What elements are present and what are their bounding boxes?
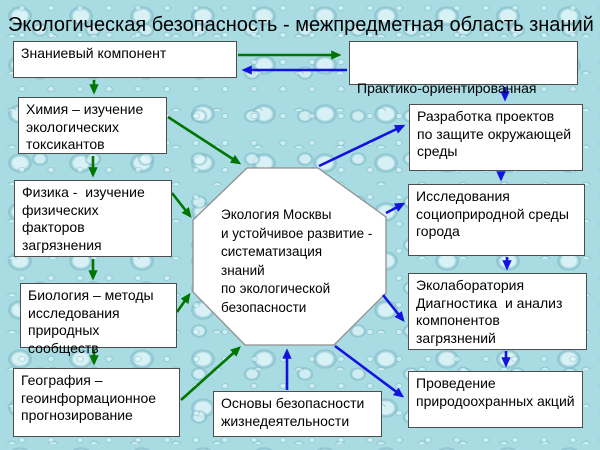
node-eco-laboratory: Эколаборатория Диагностика и анализ комп… — [408, 273, 587, 350]
node-nature-actions: Проведение природоохранных акций — [408, 371, 583, 428]
arrow-center-to-actions — [334, 344, 405, 398]
arrow-center-to-ecolab — [381, 294, 405, 323]
node-projects-development: Разработка проектов по защите окружающей… — [409, 104, 583, 171]
slide-title: Экологическая безопасность - межпредметн… — [8, 14, 594, 36]
node-city-research: Исследования социоприродной среды города — [408, 184, 585, 256]
center-octagon-shape — [192, 167, 387, 346]
center-node-text: Экология Москвы и устойчивое развитие - … — [221, 207, 373, 315]
node-life-safety: Основы безопасности жизнедеятельности — [213, 391, 382, 437]
node-practice-activity-line1: Практико-ориентированная — [357, 80, 537, 96]
node-practice-activity: Практико-ориентированная деятельность — [349, 41, 578, 149]
node-knowledge-component: Знаниевый компонент — [13, 41, 237, 78]
node-physics: Физика - изучение физических факторов за… — [14, 180, 172, 257]
blue-arrows — [241, 65, 512, 398]
green-arrows — [88, 50, 342, 401]
arrow-center-to-research — [385, 202, 406, 215]
arrow-center-to-projects — [318, 124, 406, 168]
node-chemistry: Химия – изучение экологических токсикант… — [18, 97, 167, 154]
arrow-geography-to-center — [180, 346, 241, 401]
arrow-biology-to-center — [175, 292, 191, 313]
arrow-physics-to-center — [170, 192, 192, 219]
node-biology: Биология – методы исследования природных… — [20, 283, 177, 356]
arrow-chemistry-to-center — [167, 115, 242, 165]
node-geography: География – геоинформационное прогнозиро… — [13, 368, 180, 437]
